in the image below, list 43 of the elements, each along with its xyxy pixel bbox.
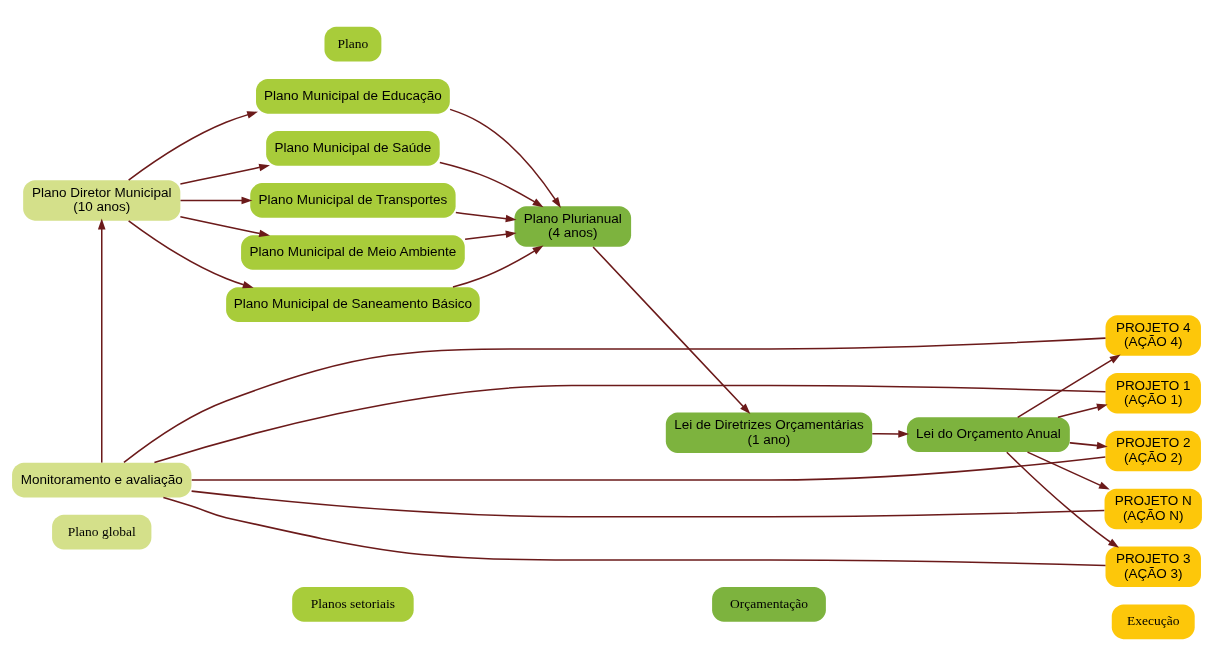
node-box: Monitoramento e avaliação [12, 462, 192, 498]
node-box: Execução [1111, 604, 1195, 640]
arrow [127, 220, 254, 289]
arrow [127, 111, 258, 181]
node-box: PROJETO 1 (AÇÃO 1) [1105, 373, 1201, 414]
arrow [179, 196, 253, 205]
arrow [592, 246, 751, 415]
arrow [464, 230, 517, 240]
node-box: Orçamentação [712, 587, 826, 622]
arrow [1026, 451, 1110, 490]
node-box: PROJETO N (AÇÃO N) [1104, 488, 1202, 530]
connector [191, 456, 1107, 481]
node-box: Plano Municipal de Saúde [266, 131, 440, 166]
node-box: Plano Plurianual (4 anos) [514, 206, 632, 247]
node-box: PROJETO 4 (AÇÃO 4) [1105, 315, 1201, 356]
arrow [871, 430, 910, 438]
arrow [97, 218, 106, 464]
node-box: PROJETO 2 (AÇÃO 2) [1105, 430, 1201, 472]
node-box: Lei do Orçamento Anual [906, 417, 1070, 453]
connector [123, 337, 1107, 464]
arrow [1069, 441, 1108, 450]
connector [153, 384, 1107, 464]
arrow [449, 108, 561, 208]
arrow [179, 216, 270, 238]
node-box: Planos setoriais [292, 587, 414, 622]
node-box: Plano global [52, 514, 152, 550]
connector [190, 490, 1106, 518]
arrow [1006, 451, 1120, 548]
arrow [455, 211, 517, 223]
arrow [1057, 403, 1108, 419]
node-box: Plano Diretor Municipal (10 anos) [23, 180, 181, 221]
node-box: Plano [324, 26, 382, 62]
arrow [1016, 354, 1121, 419]
connector [162, 496, 1107, 567]
node-box: Plano Municipal de Transportes [250, 183, 456, 218]
node-box: Lei de Diretrizes Orçamentárias (1 ano) [665, 412, 873, 454]
node-box: PROJETO 3 (AÇÃO 3) [1105, 546, 1201, 588]
arrow [439, 161, 544, 208]
node-box: Plano Municipal de Meio Ambiente [241, 235, 465, 270]
arrow [179, 163, 270, 185]
node-box: Plano Municipal de Saneamento Básico [226, 287, 480, 322]
arrow [452, 245, 544, 288]
node-box: Plano Municipal de Educação [256, 78, 450, 114]
